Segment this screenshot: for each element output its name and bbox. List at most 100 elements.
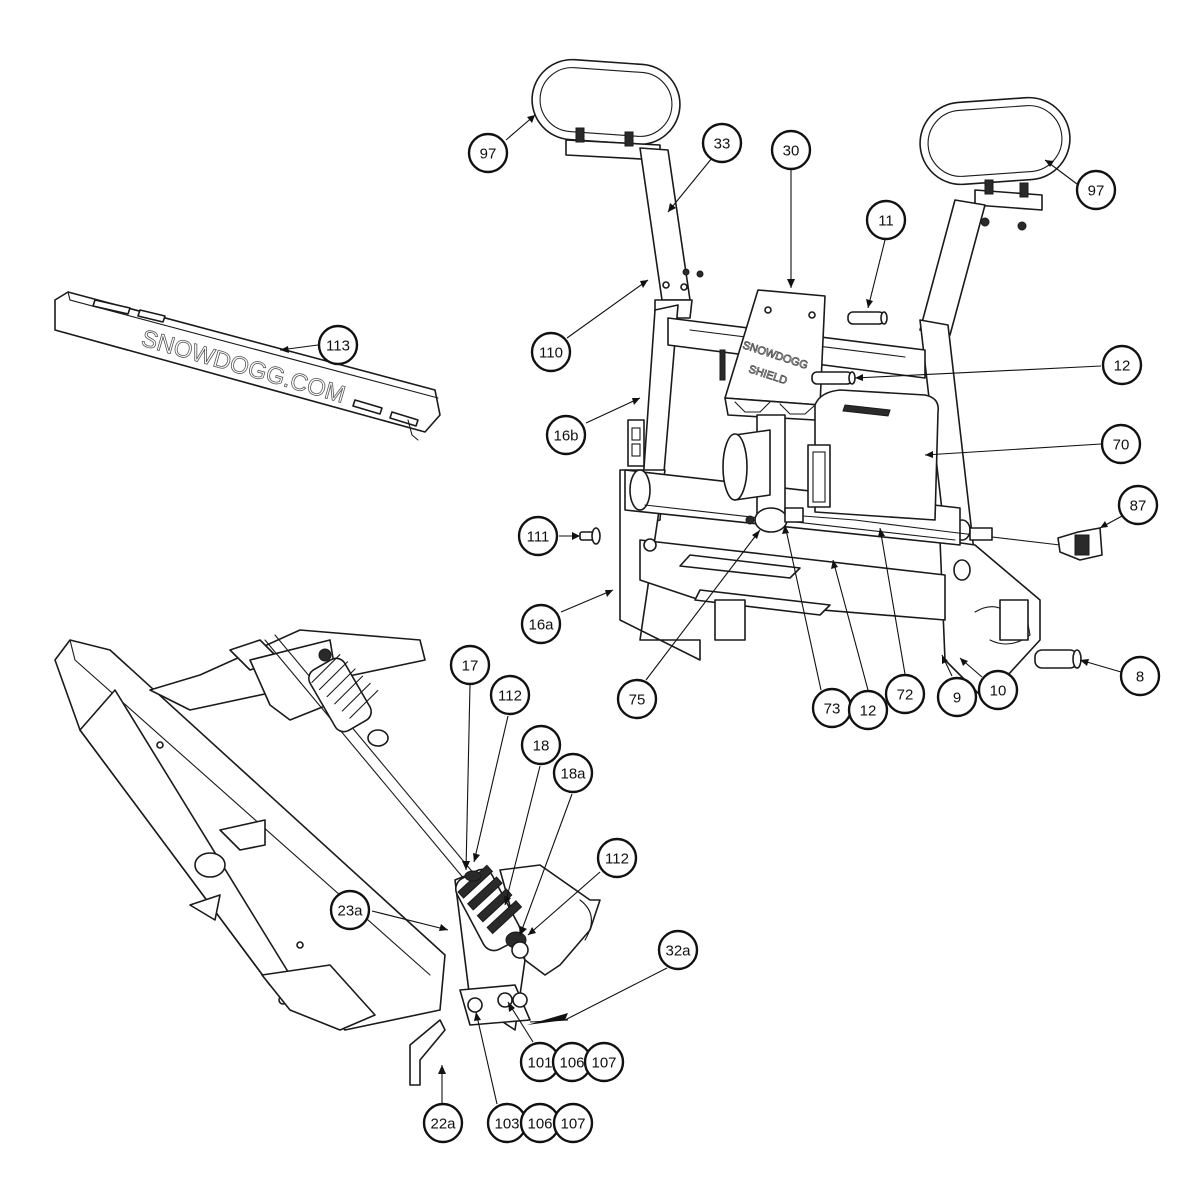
callout-circle	[1117, 484, 1159, 526]
callout-106-a: 106	[551, 1041, 593, 1083]
leader-lines	[279, 114, 1125, 1105]
leader-87	[1099, 514, 1125, 529]
callout-circle	[596, 837, 638, 879]
callout-22a: 22a	[422, 1102, 464, 1144]
light-bar: SNOWDOGG.COM	[54, 291, 441, 441]
callout-label: 22a	[430, 1116, 456, 1133]
callout-23a: 23a	[329, 889, 371, 931]
leader-16b	[585, 397, 641, 424]
callout-16a: 16a	[520, 603, 562, 645]
assembly-drawing: SNOWDOGG.COM	[54, 58, 1103, 1086]
callout-label: 87	[1130, 498, 1147, 515]
callout-label: 16a	[528, 617, 554, 634]
leader-22a	[438, 1065, 446, 1103]
callout-label: 113	[326, 338, 350, 355]
leader-111	[559, 532, 580, 540]
callout-circle	[847, 689, 889, 731]
callout-label: 106	[559, 1055, 584, 1072]
callout-circle	[616, 678, 658, 720]
leader-70	[924, 443, 1102, 458]
leader-113	[279, 344, 319, 353]
callout-11: 11	[865, 199, 907, 241]
callout-106-b: 106	[519, 1102, 561, 1144]
callout-112-top: 112	[489, 674, 531, 716]
leader-16a	[560, 589, 614, 613]
callout-circle	[1100, 423, 1142, 465]
leader-112-top	[473, 715, 509, 863]
leader-12-top	[854, 365, 1102, 381]
callout-circle	[449, 644, 491, 686]
pin-12-top	[811, 371, 856, 385]
callout-label: 75	[629, 692, 646, 709]
callout-16b: 16b	[545, 414, 587, 456]
callout-label: 33	[714, 136, 731, 153]
a-frame-left	[619, 304, 701, 661]
callout-circle	[583, 1041, 625, 1083]
leader-12-bottom	[831, 559, 869, 691]
callout-label: 97	[480, 146, 497, 163]
callout-113: 113	[317, 324, 359, 366]
lift-frame-bottom	[639, 538, 946, 641]
callout-label: 73	[824, 701, 841, 718]
upper-spring-assembly	[264, 634, 476, 881]
callout-label: 106	[527, 1116, 552, 1133]
lower-spring-assembly	[409, 864, 601, 1086]
callout-label: 16b	[553, 428, 578, 445]
ram-shield: SNOWDOGG SHIELD	[724, 289, 826, 421]
callout-label: 72	[897, 687, 914, 704]
callout-87: 87	[1117, 484, 1159, 526]
leader-17	[462, 684, 471, 871]
callout-107-b: 107	[552, 1102, 594, 1144]
callout-circle	[977, 669, 1019, 711]
leader-23a	[371, 910, 449, 931]
pump-cover	[807, 389, 940, 521]
light-tower-left	[639, 147, 704, 319]
leader-112-right	[527, 871, 601, 936]
callout-label: 18	[533, 738, 550, 755]
leader-73	[782, 524, 822, 691]
leader-9	[941, 654, 953, 677]
callout-32a: 32a	[657, 929, 699, 971]
callout-18: 18	[520, 724, 562, 766]
callout-circle	[520, 724, 562, 766]
callout-circle	[552, 752, 594, 794]
callout-circle	[936, 676, 978, 718]
leader-30	[787, 170, 795, 288]
callout-10: 10	[977, 669, 1019, 711]
callout-17: 17	[449, 644, 491, 686]
callout-110: 110	[530, 331, 572, 373]
callout-103: 103	[486, 1102, 528, 1144]
callout-label: 103	[494, 1116, 519, 1133]
callout-circle	[530, 331, 572, 373]
callout-label: 107	[560, 1116, 585, 1133]
leader-97-left	[505, 114, 536, 141]
callout-circle	[545, 414, 587, 456]
callout-circle	[517, 515, 559, 557]
leader-33	[667, 157, 713, 213]
callout-18a: 18a	[552, 752, 594, 794]
callout-label: 23a	[337, 903, 363, 920]
callout-circle	[317, 324, 359, 366]
plow-mount-frame	[54, 629, 446, 1031]
leader-101	[507, 1001, 534, 1043]
callout-circle	[1119, 655, 1161, 697]
callout-12-top: 12	[1101, 344, 1143, 386]
callout-label: 70	[1113, 437, 1130, 454]
callout-circle	[701, 122, 743, 164]
callout-label: 112	[605, 851, 629, 868]
leader-97-right	[1044, 159, 1078, 185]
callout-111: 111	[517, 515, 559, 557]
callout-circle	[1101, 344, 1143, 386]
leader-110	[566, 279, 649, 339]
pin-8	[1034, 649, 1082, 669]
callout-circle	[489, 674, 531, 716]
wiring-harness	[784, 507, 1103, 561]
callout-circle	[865, 199, 907, 241]
light-head-right	[919, 96, 1071, 211]
callout-label: 18a	[560, 766, 586, 783]
callout-circle	[422, 1102, 464, 1144]
callout-label: 12	[860, 703, 877, 720]
callout-label: 12	[1114, 358, 1131, 375]
